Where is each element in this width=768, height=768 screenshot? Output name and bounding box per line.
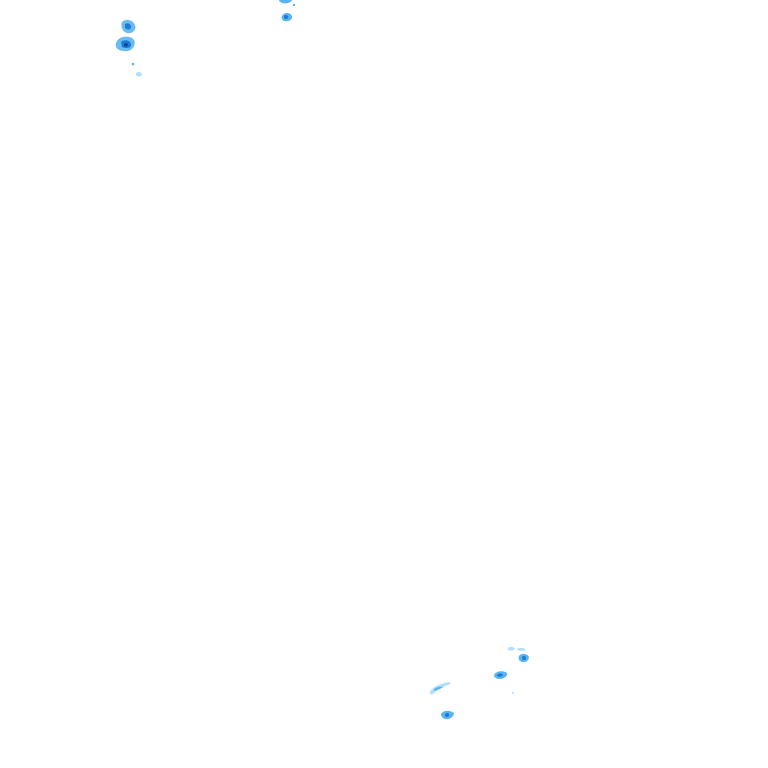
echo-cell [279,0,292,4]
echo-cell [292,3,296,7]
echo-cell [445,713,449,717]
echo-cluster-north [279,0,296,22]
echo-cluster-southeast [429,646,529,720]
echo-cell [522,656,526,660]
echo-cell [284,15,288,19]
echo-cell [136,71,142,77]
echo-cell [434,686,443,691]
echo-cell [517,647,526,651]
echo-cell [512,692,514,694]
echo-cell [124,42,128,47]
echo-cell [497,673,503,677]
echo-cluster-northwest [115,19,142,77]
echo-cell [508,646,515,651]
echo-cell [131,62,135,66]
echo-cell [125,23,131,30]
